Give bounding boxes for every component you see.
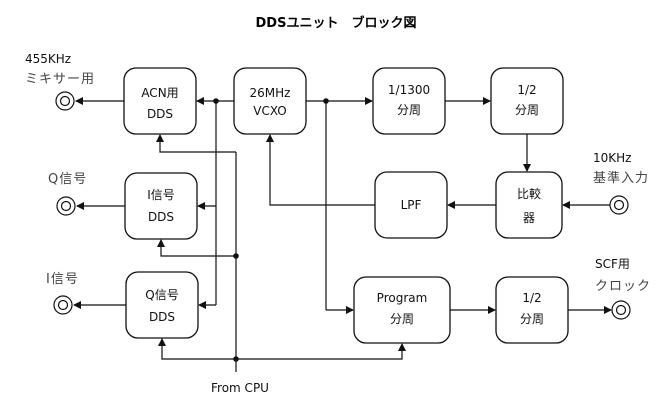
q-dds-label-1: Q信号	[145, 288, 178, 302]
q-dds-label-2: DDS	[149, 310, 175, 324]
acn-dds-label-2: DDS	[147, 107, 173, 121]
mixer-output-connector-icon	[55, 91, 75, 111]
junction-dot	[233, 253, 239, 259]
q-output-label: Q信号	[48, 172, 87, 187]
i-dds-label-1: I信号	[147, 188, 175, 202]
i-dds-label-2: DDS	[148, 210, 174, 224]
junction-dot	[323, 98, 329, 104]
scf-clock-output-connector-icon	[611, 300, 631, 320]
program-divider-label-2: 分周	[390, 312, 414, 326]
wire-cpu-to-idds	[157, 239, 236, 257]
q-dds-block	[125, 271, 199, 339]
q-output-connector-icon	[56, 196, 76, 216]
div1300-label-1: 1/1300	[388, 83, 430, 97]
wire-lpf-to-vcxo	[266, 134, 375, 206]
div1300-block	[372, 67, 446, 135]
lpf-label: LPF	[401, 198, 422, 212]
i-output-connector-icon	[53, 295, 73, 315]
comparator-label-2: 器	[523, 211, 535, 225]
program-divider-label-1: Program	[377, 291, 428, 305]
reference-input-label-2: 基準入力	[593, 170, 649, 186]
reference-input-label-1: 10KHz	[593, 151, 631, 165]
div2-bottom-block	[495, 276, 569, 344]
i-output-label: I信号	[46, 272, 79, 287]
mixer-output-label-2: ミキサー用	[25, 72, 95, 87]
wire-cpu-to-qdds	[158, 338, 236, 360]
scf-clock-label-2: クロック	[595, 279, 651, 294]
acn-dds-block	[123, 67, 197, 135]
mixer-output-label-1: 455KHz	[25, 52, 71, 66]
vcxo-label-2: VCXO	[253, 104, 287, 118]
junction-dot	[213, 98, 219, 104]
comparator-block	[495, 171, 563, 239]
div2-top-label-2: 分周	[515, 103, 539, 117]
div1300-label-2: 分周	[397, 103, 421, 117]
div2-top-label-1: 1/2	[517, 83, 536, 97]
program-divider-block	[353, 276, 451, 344]
wire-cpu-to-acn	[156, 134, 236, 153]
comparator-label-1: 比較	[517, 186, 541, 201]
i-dds-block	[124, 172, 198, 240]
div2-bottom-label-2: 分周	[520, 312, 544, 326]
div2-top-block	[490, 67, 564, 135]
wire-cpu-to-program-div	[236, 343, 406, 360]
vcxo-block	[233, 67, 307, 135]
from-cpu-label: From CPU	[211, 381, 269, 395]
div2-bottom-label-1: 1/2	[522, 291, 541, 305]
acn-dds-label-1: ACN用	[141, 86, 178, 100]
reference-input-connector-icon	[609, 195, 629, 215]
vcxo-label-1: 26MHz	[250, 86, 291, 100]
junction-dot	[233, 356, 239, 362]
diagram-title: DDSユニット ブロック図	[256, 15, 417, 31]
scf-clock-label-1: SCF用	[595, 257, 630, 271]
